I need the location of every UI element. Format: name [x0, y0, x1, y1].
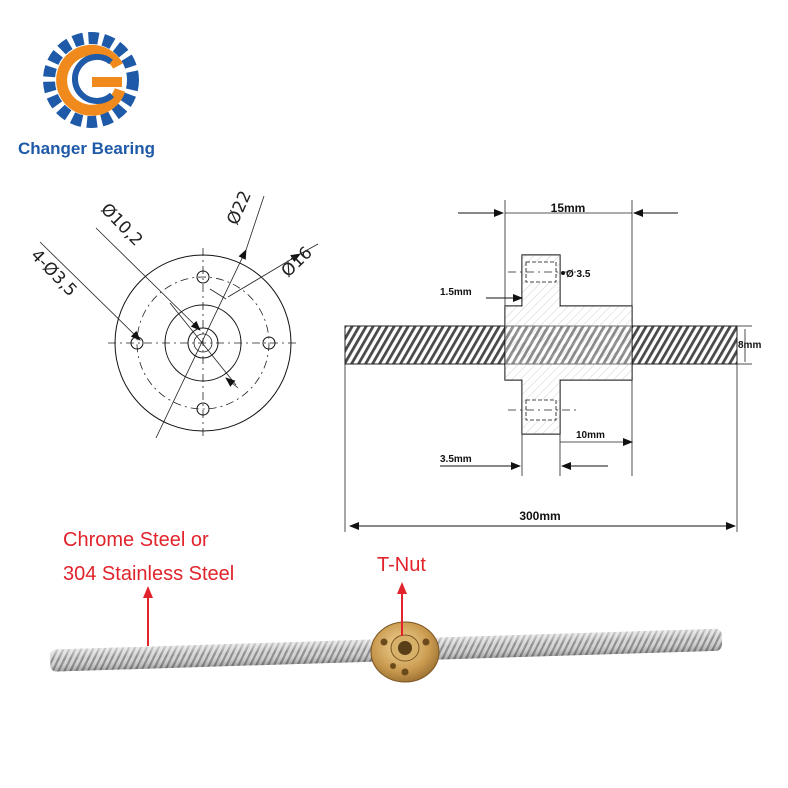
- rod-diameter-label: 8mm: [738, 340, 761, 351]
- body-length-label: 10mm: [576, 430, 605, 441]
- side-view-drawing: [344, 200, 752, 532]
- material-label-line2: 304 Stainless Steel: [63, 563, 234, 585]
- flange-width-label: 15mm: [551, 201, 586, 215]
- bore-label: Ø10,2: [96, 200, 146, 251]
- brand-name: Changer Bearing: [18, 139, 155, 158]
- hole-offset-label: 3.5mm: [440, 454, 472, 465]
- hole-diameter-label: Ø 3.5: [566, 269, 591, 280]
- lead-screw-photo: [50, 621, 723, 683]
- t-nut-label: T-Nut: [377, 554, 426, 576]
- t-nut-photo: [370, 621, 440, 683]
- outer-diameter-label: Ø22: [223, 188, 256, 228]
- rod-length-label: 300mm: [519, 509, 560, 523]
- flange-front-view: [39, 195, 319, 439]
- material-label-line1: Chrome Steel or: [63, 529, 209, 551]
- hole-pattern-label: 4-Ø3,5: [26, 246, 80, 301]
- pitch-diameter-label: Ø16: [278, 243, 317, 282]
- flange-thickness-label: 1.5mm: [440, 287, 472, 298]
- changer-bearing-logo-icon: [43, 32, 139, 128]
